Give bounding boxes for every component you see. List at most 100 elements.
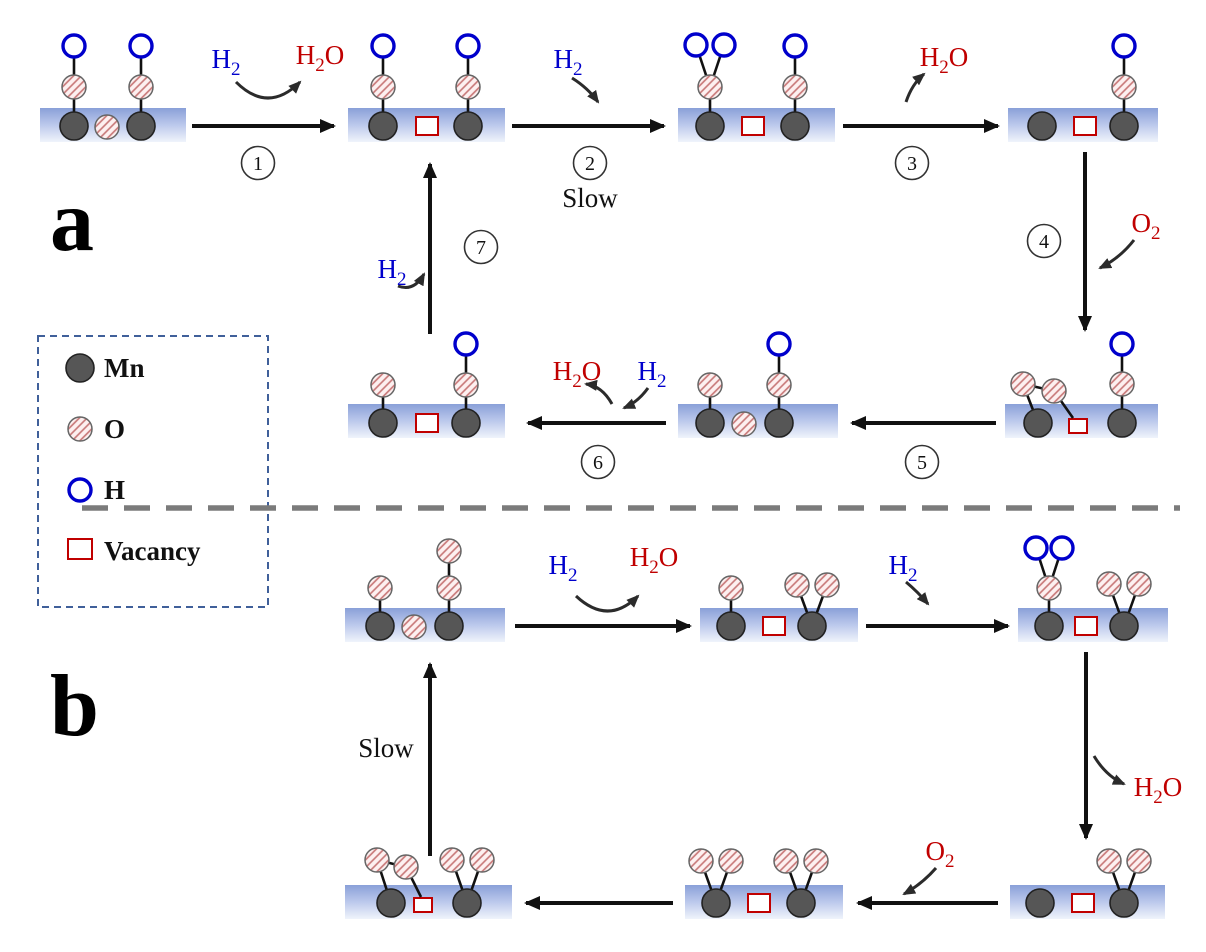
h-atom [61, 33, 87, 59]
step-badge-3: 3 [894, 145, 930, 181]
o-atom [766, 372, 792, 398]
h-icon [67, 477, 93, 503]
step-badge-5: 5 [904, 444, 940, 480]
gas-arrow-h2o-out-step3 [904, 72, 926, 103]
o-atom [1036, 575, 1062, 601]
step-number: 6 [593, 452, 603, 474]
slow-label-b: Slow [358, 733, 414, 763]
h2-label: H2 [378, 254, 407, 290]
structure-b2 [700, 572, 858, 642]
o2-label: O2 [1132, 208, 1161, 244]
o-atom [393, 854, 419, 880]
h2-label: H2 [549, 550, 578, 586]
h-atom [1023, 535, 1049, 561]
structure-a5 [1005, 331, 1158, 438]
mn-atom [1023, 408, 1053, 438]
gas-arrow-h2-in-b2 [905, 580, 930, 606]
o-atom [401, 614, 427, 640]
structure-a3 [678, 32, 835, 142]
o-atom [803, 848, 829, 874]
vacancy-marker [1073, 116, 1097, 136]
mn-atom [368, 408, 398, 438]
mn-atom [376, 888, 406, 918]
step-badge-6: 6 [580, 444, 616, 480]
o-atom [688, 848, 714, 874]
gas-arrow-h2o-out-step6 [584, 379, 614, 405]
step-circle [463, 229, 499, 265]
step-circle [1026, 223, 1062, 259]
o-atom [814, 572, 840, 598]
mn-atom [451, 408, 481, 438]
vacancy-marker [415, 116, 439, 136]
legend-label-vacancy: Vacancy [104, 536, 201, 566]
vacancy-marker [1071, 893, 1095, 913]
h2o-label: H2O [553, 356, 602, 392]
legend-item-o: O [67, 414, 125, 444]
mn-atom [434, 611, 464, 641]
h-atom [1049, 535, 1075, 561]
step-number: 4 [1039, 231, 1049, 253]
structure-b1 [345, 538, 505, 642]
gas-arrow-h2-in-step2 [571, 76, 600, 104]
h2-label: H2 [212, 44, 241, 80]
h2o-label: H2O [1134, 772, 1183, 808]
legend-item-h: H [67, 475, 125, 505]
mn-atom [368, 111, 398, 141]
o-atom [773, 848, 799, 874]
o-atom [1041, 378, 1067, 404]
step-circle [894, 145, 930, 181]
mn-atom [780, 111, 810, 141]
mn-atom [1034, 611, 1064, 641]
gas-swoop-h2-to-h2o-b1 [574, 594, 640, 613]
o-atom [697, 372, 723, 398]
mn-atom [365, 611, 395, 641]
mn-atom [126, 111, 156, 141]
o-atom [718, 848, 744, 874]
h-atom [453, 331, 479, 357]
step-circle [572, 145, 608, 181]
slow-label-a: Slow [562, 183, 618, 213]
mn-atom [452, 888, 482, 918]
o-atom [128, 74, 154, 100]
o-atom [439, 847, 465, 873]
h-atom [1109, 331, 1135, 357]
mn-atom [716, 611, 746, 641]
step-number: 7 [476, 237, 486, 259]
step-number: 5 [917, 452, 927, 474]
vacancy-marker [762, 616, 786, 636]
h-atom [782, 33, 808, 59]
legend: Mn O H Vacancy [37, 335, 269, 608]
step-number: 3 [907, 153, 917, 175]
legend-item-mn: Mn [65, 353, 145, 383]
o-atom [94, 114, 120, 140]
step-number: 1 [253, 153, 263, 175]
legend-item-vacancy: Vacancy [67, 536, 201, 566]
step-badge-4: 4 [1026, 223, 1062, 259]
o-atom [718, 575, 744, 601]
mn-atom [786, 888, 816, 918]
structure-a1 [40, 33, 186, 142]
panel-a-letter: a [50, 173, 94, 270]
o-atom [367, 575, 393, 601]
o2-label: O2 [926, 836, 955, 872]
gas-arrow-h2-in-step7 [397, 272, 426, 289]
legend-label-mn: Mn [104, 353, 145, 383]
structure-a4 [1008, 33, 1158, 142]
h-atom [370, 33, 396, 59]
structure-b4 [1010, 848, 1165, 919]
h-atom [455, 33, 481, 59]
o-atom [1126, 848, 1152, 874]
h2-label: H2 [889, 550, 918, 586]
gas-arrow-h2o-out-b3 [1092, 755, 1126, 786]
mn-atom [764, 408, 794, 438]
h2o-label: H2O [630, 542, 679, 578]
step-circle [580, 444, 616, 480]
panel-b-letter: b [50, 658, 99, 755]
legend-label-o: O [104, 414, 125, 444]
h2o-label: H2O [296, 40, 345, 76]
o-icon [67, 416, 93, 442]
vacancy-marker [1068, 418, 1088, 434]
o-atom [436, 575, 462, 601]
